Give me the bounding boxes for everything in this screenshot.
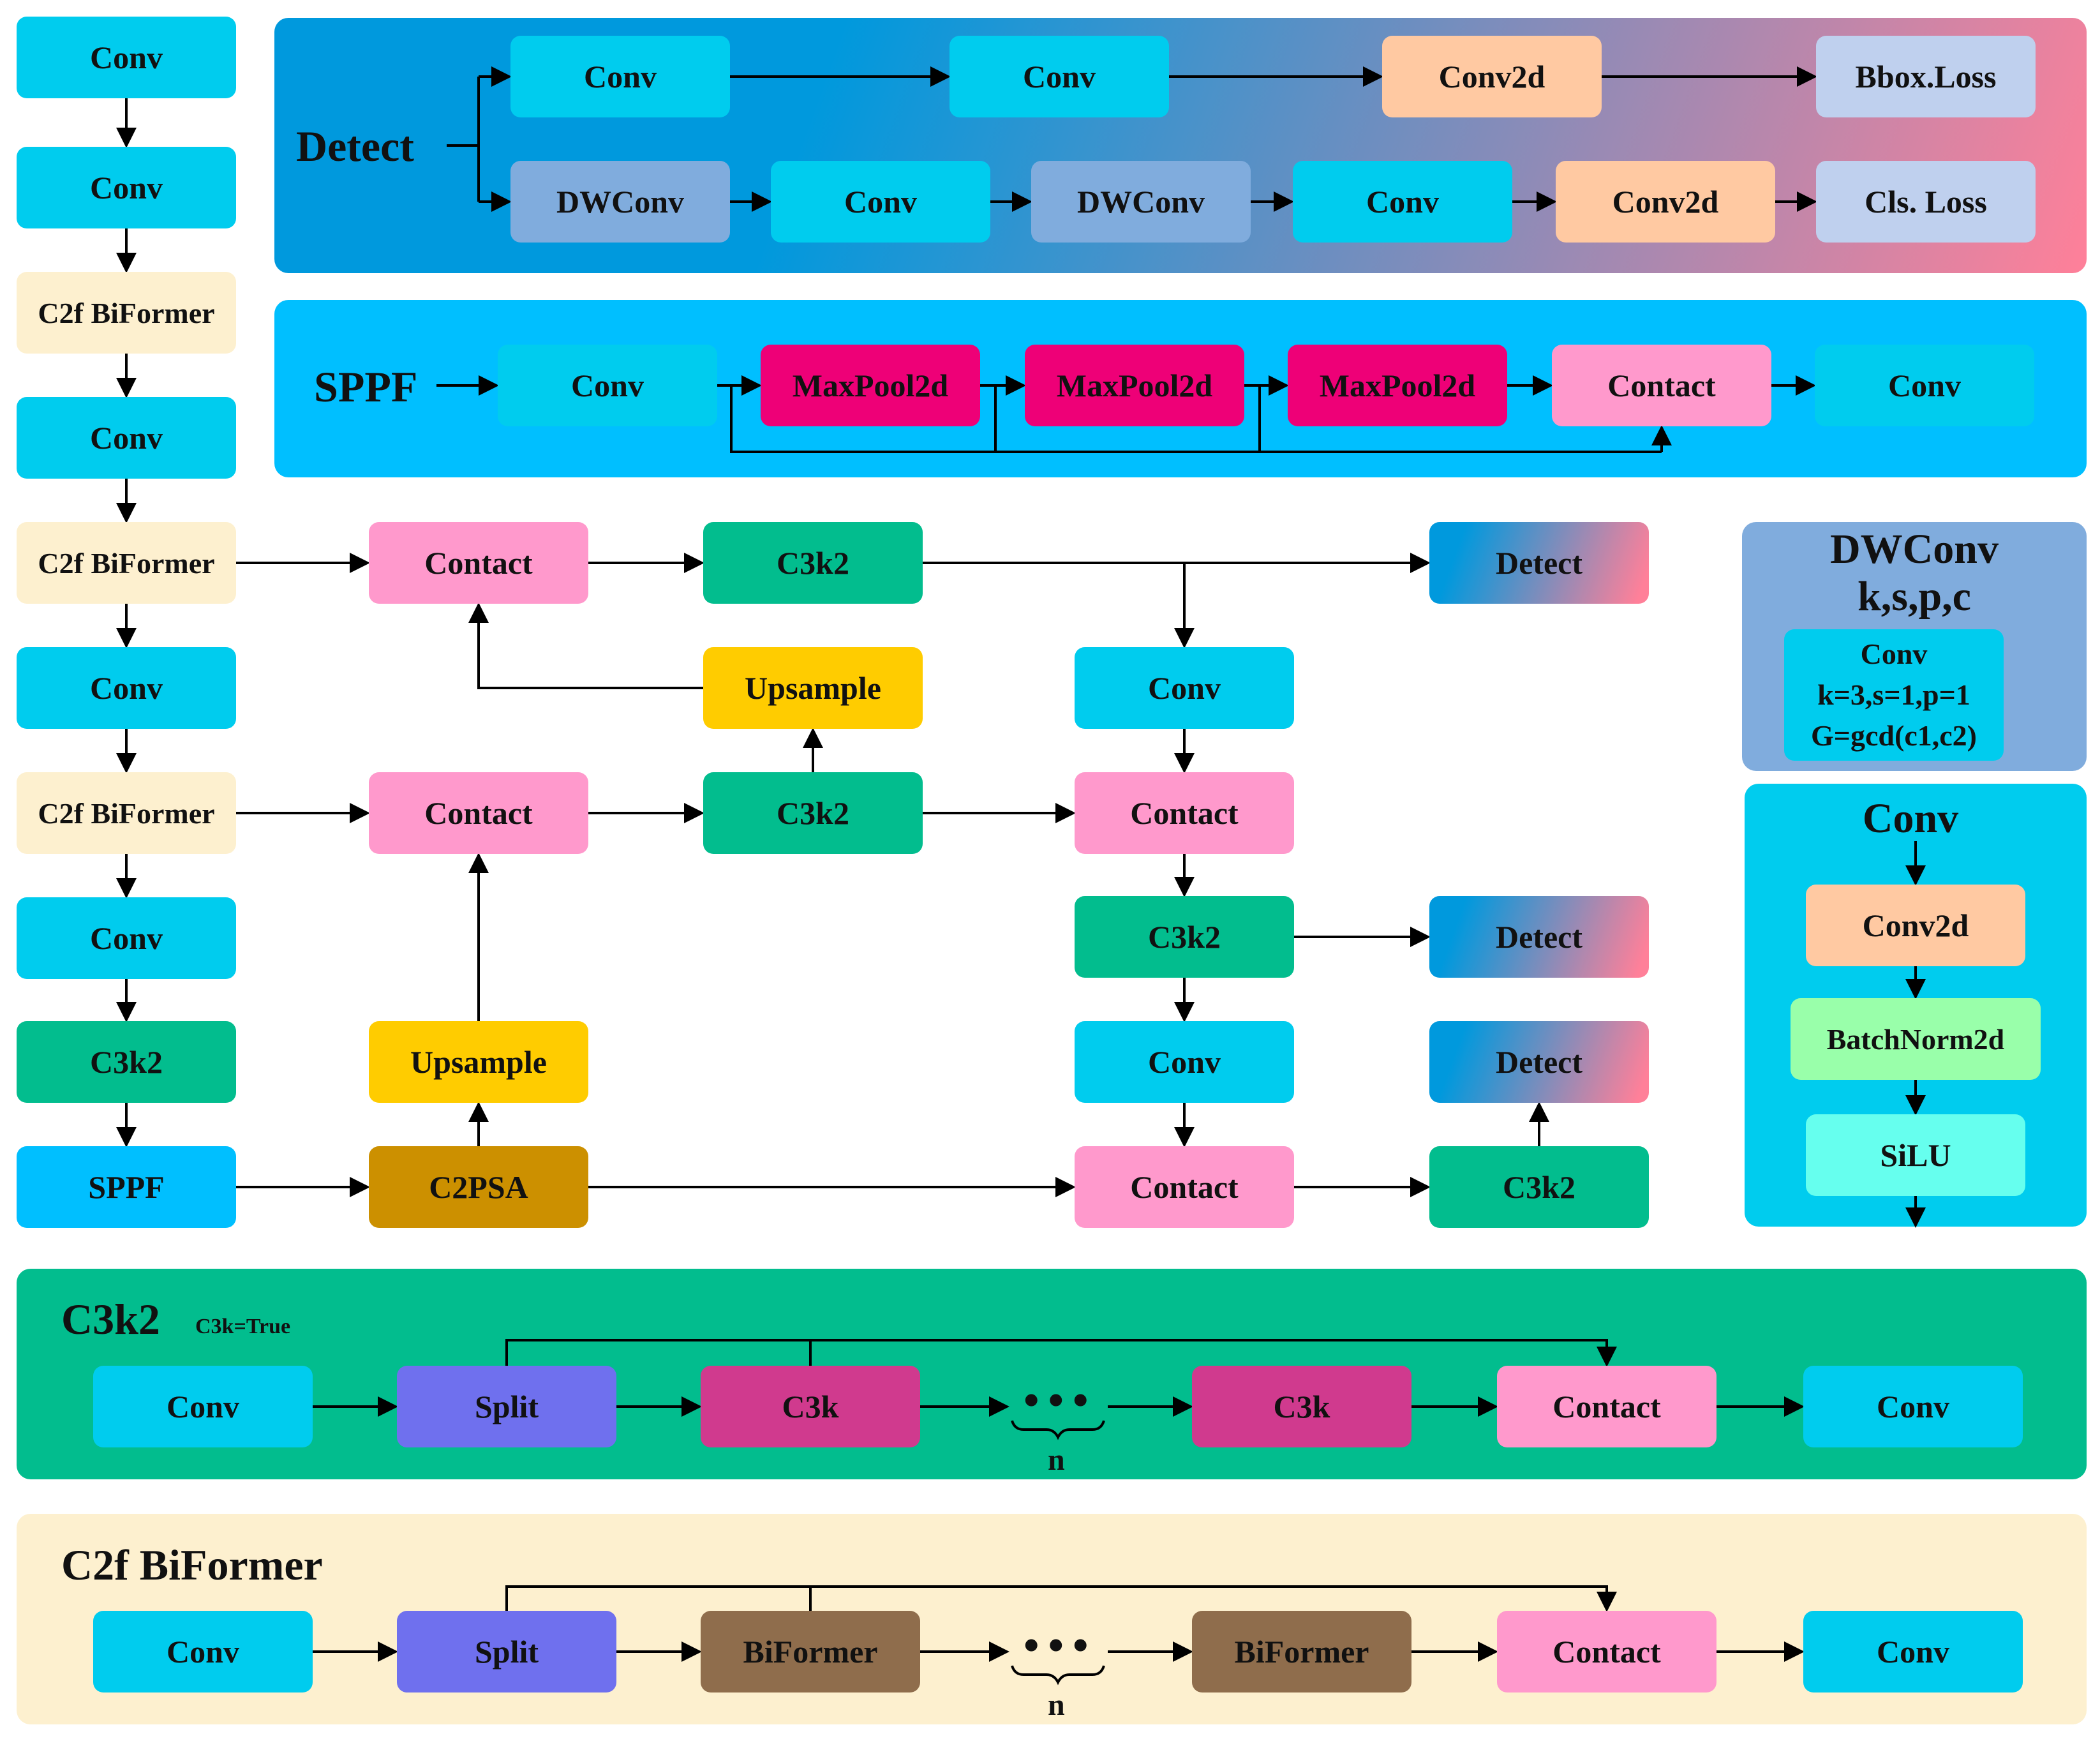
neck-contact-2: Contact bbox=[369, 772, 588, 854]
head-detect-2: Detect bbox=[1429, 896, 1649, 978]
neck-c3k2-4: C3k2 bbox=[1429, 1146, 1649, 1228]
c3k2-panel-n-label: n bbox=[1048, 1443, 1065, 1477]
c3k2-panel-title: C3k2 bbox=[61, 1295, 160, 1343]
head-detect-1: Detect bbox=[1429, 522, 1649, 604]
c3k2-panel-conv-out: Conv bbox=[1803, 1366, 2023, 1447]
c3k2-panel-contact: Contact bbox=[1497, 1366, 1716, 1447]
sppf-contact: Contact bbox=[1552, 345, 1771, 426]
detect-row2-conv2d: Conv2d bbox=[1556, 161, 1775, 243]
detect-row2-dwconv-2: DWConv bbox=[1031, 161, 1251, 243]
c3k2-panel-c3k-1: C3k bbox=[701, 1366, 920, 1447]
conv-panel-batchnorm2d: BatchNorm2d bbox=[1791, 998, 2041, 1080]
c3k2-panel-c3k-2: C3k bbox=[1192, 1366, 1411, 1447]
head-detect-3: Detect bbox=[1429, 1021, 1649, 1103]
conv-panel-title: Conv bbox=[1862, 795, 1959, 842]
neck-c3k2-1: C3k2 bbox=[703, 522, 923, 604]
detect-bbox-loss: Bbox.Loss bbox=[1816, 36, 2036, 117]
neck-conv-1: Conv bbox=[1075, 647, 1294, 729]
c2f-panel-split: Split bbox=[397, 1611, 616, 1692]
detect-row1-conv-1: Conv bbox=[510, 36, 730, 117]
connector-arrow-70 bbox=[505, 1585, 1617, 1612]
connector-arrow-62 bbox=[505, 1339, 1617, 1367]
backbone-conv-5: Conv bbox=[17, 897, 236, 979]
neck-conv-2: Conv bbox=[1075, 1021, 1294, 1103]
sppf-panel-title: SPPF bbox=[314, 362, 418, 411]
detect-panel-title: Detect bbox=[296, 122, 414, 170]
dwconv-inner-name: Conv bbox=[1860, 638, 1928, 670]
c2f-panel-n-label: n bbox=[1048, 1688, 1065, 1722]
backbone-conv-1: Conv bbox=[17, 17, 236, 98]
backbone-c2f-biformer-1: C2f BiFormer bbox=[17, 272, 236, 354]
detect-row2-conv-1: Conv bbox=[771, 161, 990, 243]
neck-c3k2-2: C3k2 bbox=[703, 772, 923, 854]
backbone-conv-3: Conv bbox=[17, 397, 236, 479]
backbone-conv-2: Conv bbox=[17, 147, 236, 228]
detect-row2-conv-2: Conv bbox=[1293, 161, 1512, 243]
backbone-conv-4: Conv bbox=[17, 647, 236, 729]
c2f-panel-conv-in: Conv bbox=[93, 1611, 313, 1692]
c3k2-panel-ellipsis: ••• bbox=[1024, 1376, 1098, 1425]
sppf-conv-out: Conv bbox=[1815, 345, 2034, 426]
c2f-panel-contact: Contact bbox=[1497, 1611, 1716, 1692]
detect-cls-loss: Cls. Loss bbox=[1816, 161, 2036, 243]
c2f-panel-conv-out: Conv bbox=[1803, 1611, 2023, 1692]
c3k2-panel bbox=[17, 1269, 2087, 1479]
sppf-maxpool2d-1: MaxPool2d bbox=[761, 345, 980, 426]
connector-arrow-44 bbox=[468, 602, 703, 689]
detect-row2-dwconv-1: DWConv bbox=[510, 161, 730, 243]
c2f-panel-repeat-brace bbox=[1011, 1665, 1105, 1685]
dwconv-inner-kernel: k=3,s=1,p=1 bbox=[1817, 678, 1970, 711]
c2f-panel-title: C2f BiFormer bbox=[61, 1541, 323, 1589]
sppf-maxpool2d-2: MaxPool2d bbox=[1025, 345, 1244, 426]
detect-row1-conv-2: Conv bbox=[949, 36, 1169, 117]
c3k2-panel-repeat-brace bbox=[1011, 1420, 1105, 1440]
connector-arrow-28 bbox=[730, 385, 1662, 453]
neck-upsample-1: Upsample bbox=[703, 647, 923, 729]
c2f-panel-biformer-1: BiFormer bbox=[701, 1611, 920, 1692]
neck-c2psa: C2PSA bbox=[369, 1146, 588, 1228]
backbone-c2f-biformer-2: C2f BiFormer bbox=[17, 522, 236, 604]
dwconv-panel-params: k,s,p,c bbox=[1858, 573, 1971, 620]
neck-contact-1: Contact bbox=[369, 522, 588, 604]
dwconv-panel-title: DWConv bbox=[1829, 526, 1999, 572]
conv-panel-silu: SiLU bbox=[1806, 1114, 2025, 1196]
sppf-conv-in: Conv bbox=[498, 345, 717, 426]
backbone-c3k2: C3k2 bbox=[17, 1021, 236, 1103]
conv-panel-conv2d: Conv2d bbox=[1806, 885, 2025, 966]
c2f-panel-biformer-2: BiFormer bbox=[1192, 1611, 1411, 1692]
neck-c3k2-3: C3k2 bbox=[1075, 896, 1294, 978]
neck-contact-3: Contact bbox=[1075, 772, 1294, 854]
dwconv-inner-conv: Conv k=3,s=1,p=1 G=gcd(c1,c2) bbox=[1784, 629, 2004, 761]
c2f-panel-ellipsis: ••• bbox=[1024, 1621, 1098, 1670]
dwconv-inner-groups: G=gcd(c1,c2) bbox=[1811, 719, 1977, 752]
sppf-maxpool2d-3: MaxPool2d bbox=[1288, 345, 1507, 426]
c3k2-panel-subtitle: C3k=True bbox=[195, 1315, 291, 1338]
neck-contact-4: Contact bbox=[1075, 1146, 1294, 1228]
detect-row1-conv2d: Conv2d bbox=[1382, 36, 1602, 117]
neck-upsample-2: Upsample bbox=[369, 1021, 588, 1103]
c3k2-panel-split: Split bbox=[397, 1366, 616, 1447]
backbone-sppf: SPPF bbox=[17, 1146, 236, 1228]
c2f-biformer-panel bbox=[17, 1514, 2087, 1724]
c3k2-panel-conv-in: Conv bbox=[93, 1366, 313, 1447]
backbone-c2f-biformer-3: C2f BiFormer bbox=[17, 772, 236, 854]
